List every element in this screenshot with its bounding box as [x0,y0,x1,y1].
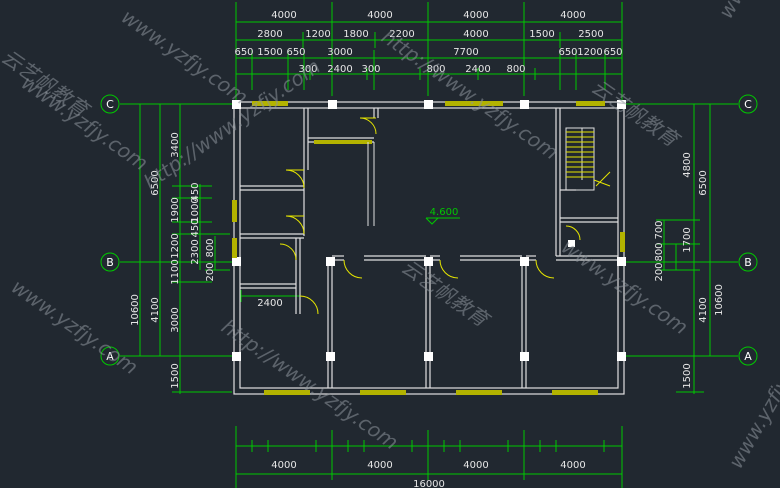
dim-label: 4000 [367,10,392,21]
dim-label: 1800 [343,29,368,40]
axis-label-left-c: C [106,98,114,111]
dim-bottom: 4000 4000 4000 4000 16000 [271,460,585,488]
doors [279,117,581,315]
dim-label: 7700 [453,47,478,58]
dim-label: 700 [654,220,665,239]
dim-label: 450 [190,218,201,237]
dim-label: 2800 [257,29,282,40]
dim-label: 3400 [170,132,181,157]
dim-label: 200 [654,262,665,281]
dim-top-row3: 650 1500 650 3000 7700 650 1200 650 [234,47,622,58]
dim-label: 1200 [170,233,181,258]
dim-label: 300 [298,64,317,75]
dim-label: 200 [205,262,216,281]
watermark-text: www.yzfjy.com [714,0,780,23]
dimension-lines [120,2,738,488]
dim-label: 1500 [170,363,181,388]
axis-label-left-b: B [106,256,114,269]
dim-label: 2400 [465,64,490,75]
dim-top-row1: 4000 4000 4000 4000 [271,10,585,21]
dim-label: 6500 [698,170,709,195]
dim-label: 3000 [327,47,352,58]
dim-label: 2500 [578,29,603,40]
dim-label: 4000 [367,460,392,471]
dim-label: 450 [190,182,201,201]
dim-label: 4000 [463,29,488,40]
dim-right: 10600 6500 4100 4800 1700 1500 700 800 2… [654,152,725,388]
room-dim-label: 2400 [257,298,282,309]
dim-label: 1900 [170,197,181,222]
dim-label: 650 [234,47,253,58]
dim-label: 4000 [463,10,488,21]
dim-label: 10600 [714,284,725,316]
dim-top-row4: 300 2400 300 800 2400 800 [298,64,525,75]
dim-label: 800 [506,64,525,75]
watermark-text: www.yzfjy.com [724,332,780,473]
axis-label-left-a: A [106,350,114,363]
dim-label: 300 [361,64,380,75]
dim-label: 1000 [190,197,201,222]
watermark-text: http://www.yzfjy.com [217,314,403,454]
columns [232,100,626,361]
dim-label: 1700 [682,227,693,252]
dim-label: 4000 [463,460,488,471]
dim-label: 3000 [170,307,181,332]
dim-label: 1500 [682,363,693,388]
dim-label: 1200 [577,47,602,58]
dim-label: 800 [205,238,216,257]
dim-label: 4000 [271,460,296,471]
watermark-text: www.yzfjy.com [7,274,142,379]
dim-label: 2200 [389,29,414,40]
dim-label: 4000 [271,10,296,21]
watermark-text: http://www.yzfjy.com [377,24,563,164]
dim-label: 4000 [560,10,585,21]
dim-label: 4100 [698,297,709,322]
dim-label: 6500 [150,170,161,195]
dim-label: 1200 [305,29,330,40]
axis-label-right-b: B [744,256,752,269]
dim-label: 800 [426,64,445,75]
dim-label: 10600 [130,294,141,326]
dim-total-label: 16000 [413,479,445,488]
windows [232,101,625,395]
dim-label: 800 [654,242,665,261]
axis-bubbles: C B A C B A [100,94,758,366]
axis-label-right-a: A [744,350,752,363]
dim-label: 650 [286,47,305,58]
dim-label: 1500 [529,29,554,40]
dim-label: 4800 [682,152,693,177]
dim-label: 650 [603,47,622,58]
elevation-marker: 4.600 [425,207,460,225]
dim-label: 2400 [327,64,352,75]
watermark-text: 云艺帆教育 [587,74,685,153]
dim-label: 4000 [560,460,585,471]
dim-label: 650 [558,47,577,58]
dim-label: 2300 [190,239,201,264]
stair-symbol [565,127,611,191]
watermark-text: 云艺帆教育 [397,254,495,333]
watermark-text: www.yzfjy.com [117,4,252,109]
dim-label: 1100 [170,259,181,284]
dim-label: 1500 [257,47,282,58]
dim-top-row2: 2800 1200 1800 2200 4000 1500 2500 [257,29,603,40]
watermark-text: www.yzfjy.com [17,70,152,175]
axis-label-right-c: C [744,98,752,111]
dim-label: 4100 [150,297,161,322]
dim-left: 10600 6500 4100 3400 1900 1200 1100 3000… [130,132,216,388]
elevation-label: 4.600 [430,207,459,218]
railing [367,142,375,226]
